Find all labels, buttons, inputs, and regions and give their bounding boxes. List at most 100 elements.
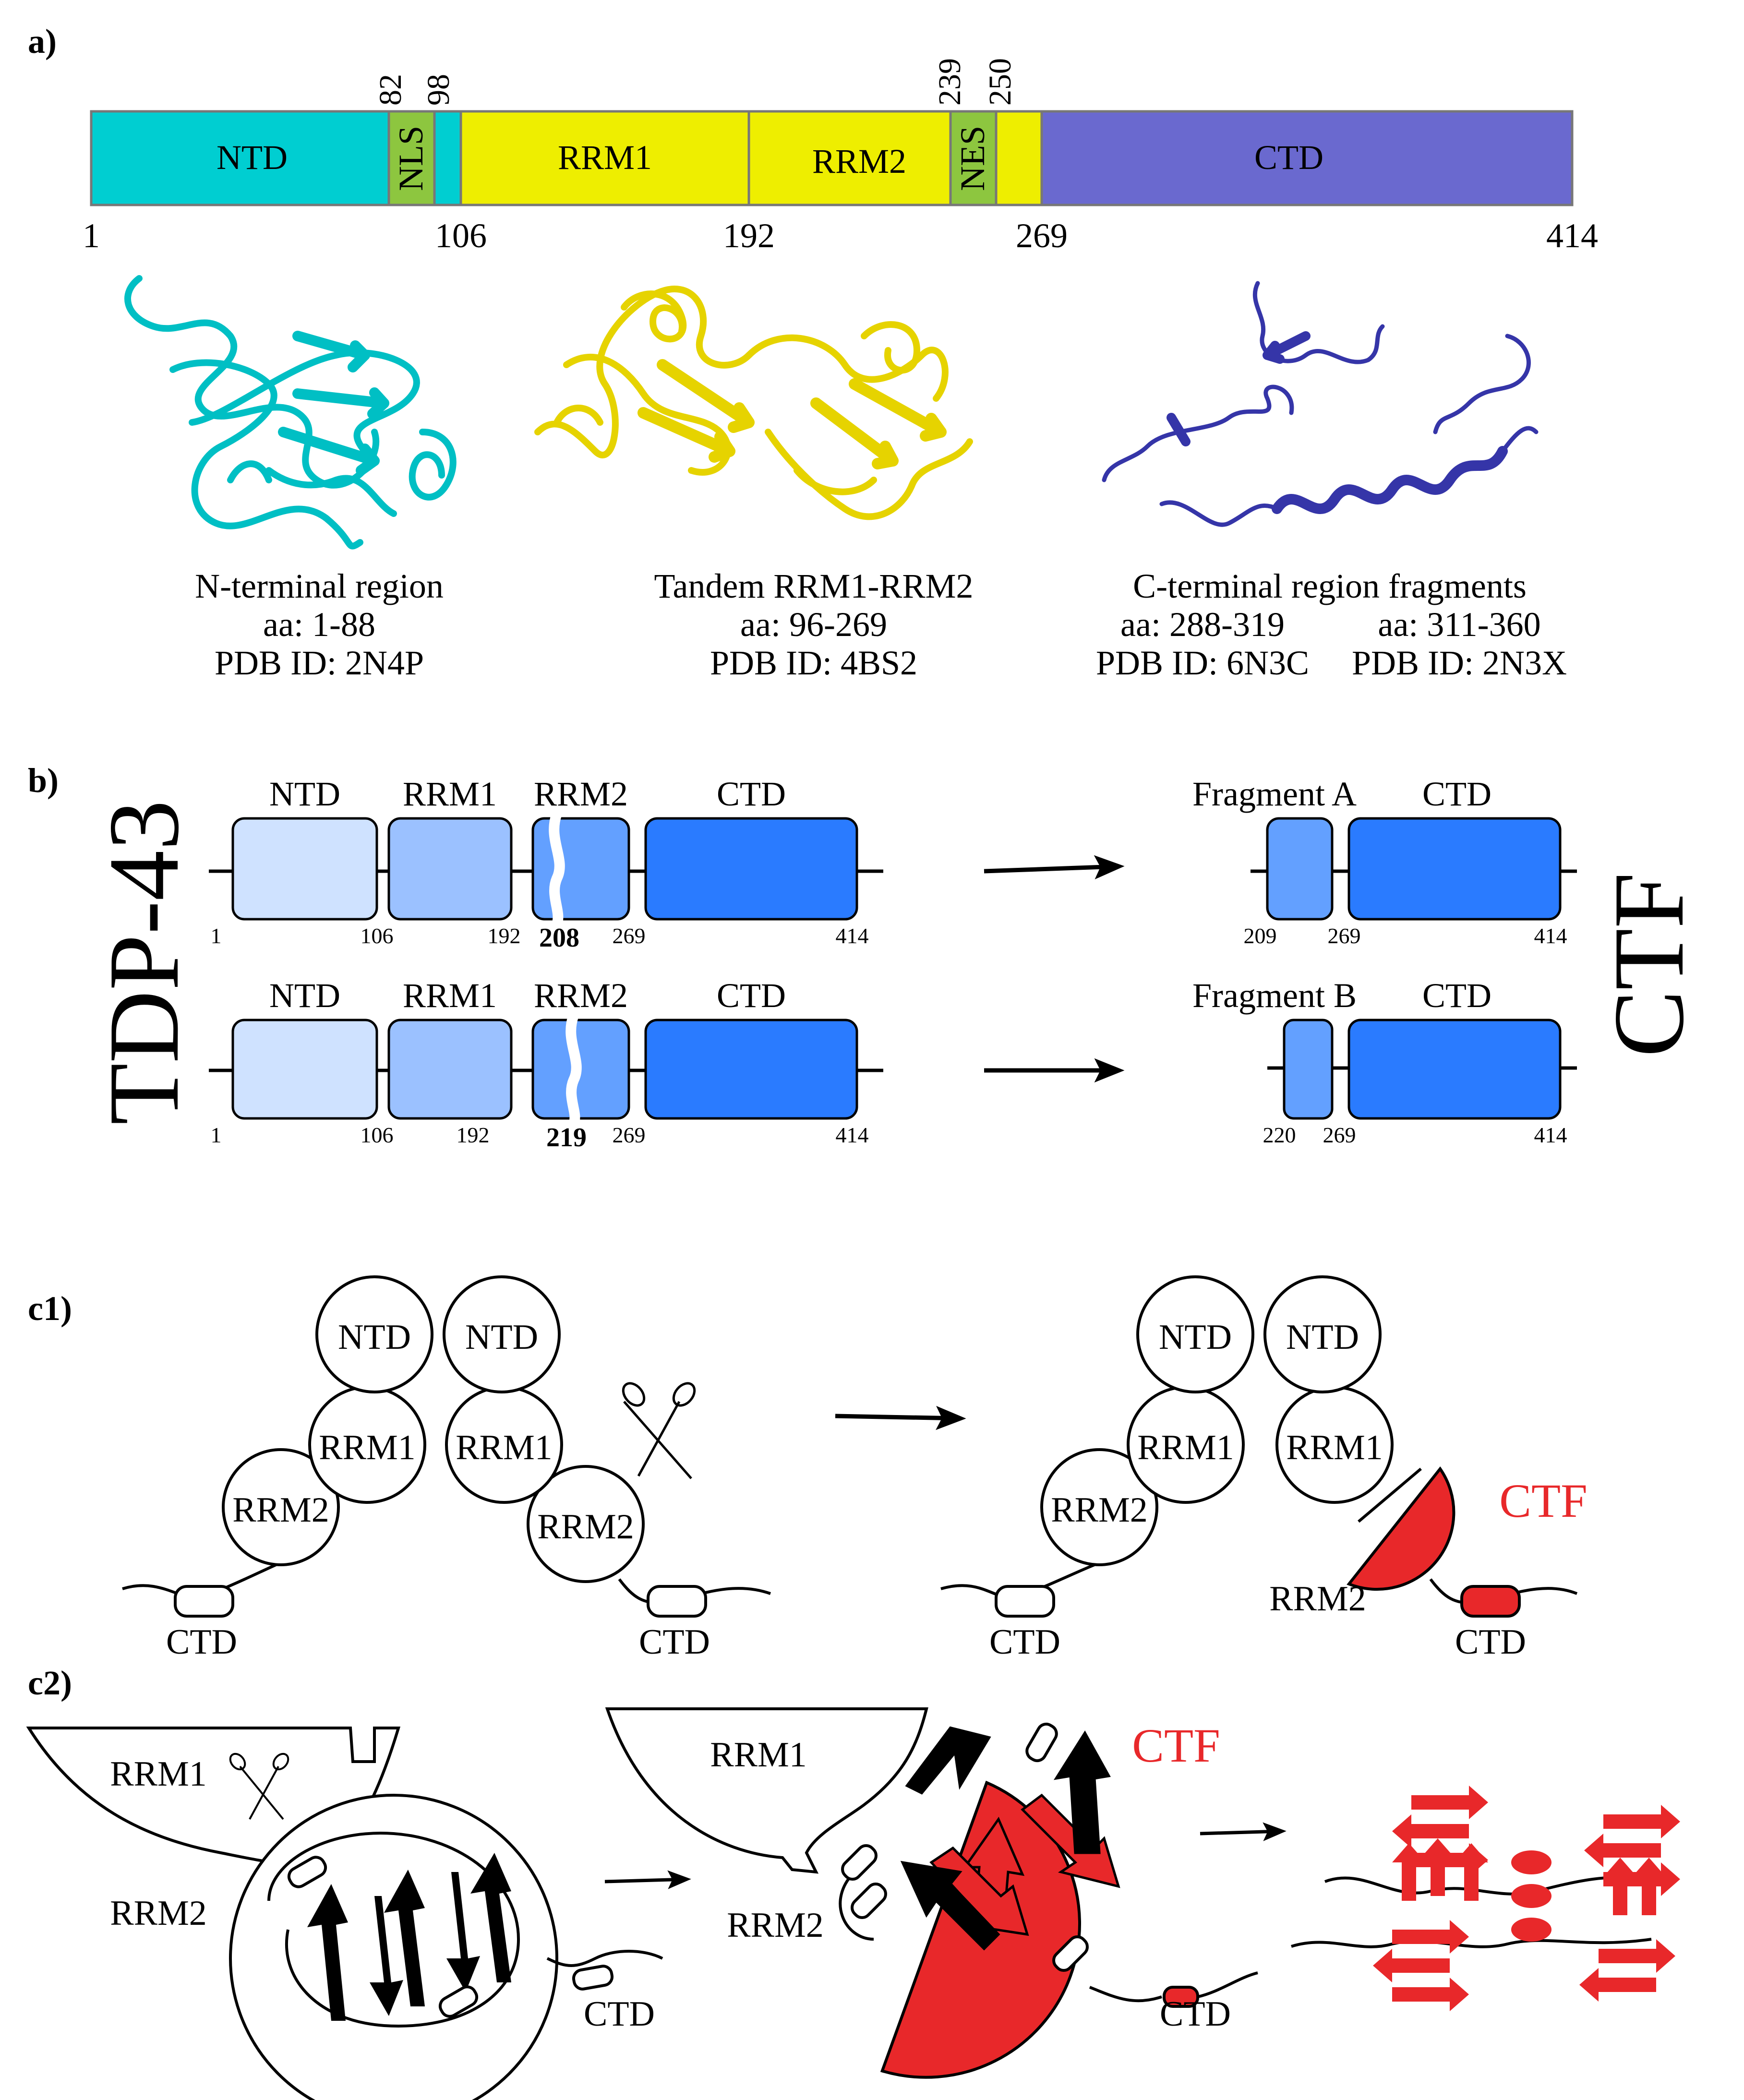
b1-ntd-label: NTD — [269, 775, 340, 813]
c2-middle-rrm2-label: RRM2 — [727, 1906, 824, 1945]
fragment-a-label: Fragment A — [1192, 775, 1357, 813]
c2-middle-ctd-line — [1089, 1971, 1258, 2003]
c1-left-ntd1-label: NTD — [338, 1318, 411, 1357]
b1-rrm1-label: RRM1 — [403, 775, 497, 813]
panel-a-label: a) — [28, 22, 57, 60]
b2-num-269: 269 — [613, 1123, 646, 1147]
c1-left-rrm2b-label: RRM2 — [537, 1507, 634, 1547]
fragment-b — [1267, 1019, 1577, 1120]
c2-arrow-1 — [604, 1870, 691, 1889]
nls-segment — [387, 110, 436, 206]
c1-right-ntd1-label: NTD — [1159, 1318, 1232, 1357]
c2-middle-rrm1 — [605, 1707, 928, 1874]
rrm2-tail-segment — [995, 110, 1043, 206]
b1-num-1: 1 — [211, 924, 222, 948]
tick-269: 269 — [1016, 216, 1068, 255]
b1-num-106: 106 — [361, 924, 394, 948]
c2-left-domains — [26, 1727, 558, 2100]
tick-250: 250 — [983, 58, 1018, 106]
b1-ntd-box — [231, 817, 378, 921]
c1-left-ctd1-oval — [174, 1585, 234, 1618]
c1-left-ntd2-label: NTD — [465, 1318, 538, 1357]
c1-left-ntd2 — [443, 1275, 561, 1393]
fragment-b-start: 220 — [1263, 1123, 1296, 1147]
tdp43-label: TDP-43 — [88, 800, 200, 1125]
b1-num-414: 414 — [836, 924, 869, 948]
c2-left-ctd-label: CTD — [584, 1994, 655, 2034]
fragment-a-rrm2-box — [1266, 817, 1334, 921]
tdp43-row-2 — [209, 1013, 883, 1126]
ntd-structure-title: N-terminal region — [195, 567, 444, 605]
nes-segment — [949, 110, 998, 206]
b2-rrm1-box — [387, 1019, 513, 1120]
tick-1: 1 — [83, 216, 100, 255]
c1-left-ctd2-label: CTD — [639, 1622, 710, 1662]
ctd-structure-pdb1: PDB ID: 6N3C — [1096, 644, 1309, 682]
c1-right-rrm2b-label: RRM2 — [1269, 1579, 1366, 1619]
c1-left-ntd1 — [315, 1275, 433, 1393]
ctd-structure-aa1: aa: 288-319 — [1120, 605, 1285, 644]
c1-right-ctd1-label: CTD — [989, 1622, 1060, 1662]
c2-left-rrm1-label: RRM1 — [110, 1754, 207, 1794]
tick-414: 414 — [1546, 216, 1598, 255]
tick-98: 98 — [421, 74, 456, 106]
b2-ctd-box — [644, 1019, 858, 1120]
fragment-b-269: 269 — [1323, 1123, 1356, 1147]
ctd-structure-aa2: aa: 311-360 — [1378, 605, 1540, 644]
rrm2-segment — [747, 110, 952, 206]
nls-segment-label: NLS — [392, 126, 430, 191]
b1-rrm2-label: RRM2 — [534, 775, 628, 813]
c1-right-ntd2 — [1263, 1275, 1382, 1393]
rrm-structure-pdb: PDB ID: 4BS2 — [710, 644, 917, 682]
tick-192: 192 — [723, 216, 775, 255]
protein-cartoon-ctd — [1102, 281, 1539, 527]
c1-left-ctd2-oval — [647, 1585, 707, 1618]
c2-middle-sheet — [900, 1730, 1120, 1951]
b2-num-1: 1 — [211, 1123, 222, 1147]
tick-106: 106 — [435, 216, 487, 255]
fragment-b-ctd-box — [1347, 1019, 1562, 1120]
c1-right-ctd2-oval — [1460, 1585, 1521, 1618]
fragment-a-ctd-label: CTD — [1422, 775, 1491, 813]
c2-middle-rrm1-label: RRM1 — [710, 1735, 807, 1775]
c2-impact-arrow — [905, 1726, 991, 1795]
fragment-b-label: Fragment B — [1192, 976, 1357, 1015]
ntd-linker-segment — [433, 110, 462, 206]
c2-left-beta-sheet — [307, 1853, 511, 2021]
c2-arrow-2 — [1200, 1822, 1287, 1841]
b1-arrow — [984, 855, 1125, 879]
scissors-icon-small — [229, 1752, 289, 1820]
fragment-a-414: 414 — [1534, 924, 1567, 948]
ntd-structure-pdb: PDB ID: 2N4P — [215, 644, 424, 682]
tdp43-row-1 — [209, 812, 883, 926]
panel-c2-label: c2) — [28, 1664, 72, 1702]
c1-right-dimer — [940, 1275, 1578, 1618]
c1-arrow — [835, 1405, 966, 1430]
b1-rrm2-box — [531, 817, 630, 921]
b2-rrm2-label: RRM2 — [534, 976, 628, 1015]
c1-right-rrm1b-label: RRM1 — [1286, 1428, 1383, 1467]
b2-num-414: 414 — [836, 1123, 869, 1147]
ctd-segment — [1040, 110, 1574, 206]
c1-right-ctd2-label: CTD — [1455, 1622, 1526, 1662]
ctf-vertical-label: CTF — [1593, 872, 1705, 1057]
ctd-segment-label: CTD — [1254, 138, 1323, 177]
c2-middle-helices — [841, 1722, 1199, 2008]
c1-right-rrm1a-label: RRM1 — [1137, 1428, 1234, 1467]
fragment-b-ctd-label: CTD — [1422, 976, 1491, 1015]
fragment-a-ctd-box — [1347, 817, 1562, 921]
nes-segment-label: NES — [953, 126, 992, 191]
fragment-a-start: 209 — [1244, 924, 1277, 948]
c1-left-rrm2a-label: RRM2 — [232, 1490, 329, 1530]
scissors-icon — [622, 1382, 696, 1479]
panel-b-label: b) — [28, 761, 59, 800]
b2-ntd-box — [231, 1019, 378, 1120]
ctd-structure-title: C-terminal region fragments — [1133, 567, 1527, 605]
c1-left-rrm2b — [527, 1465, 645, 1583]
b1-num-192: 192 — [488, 924, 521, 948]
c1-right-ntd2-label: NTD — [1286, 1318, 1359, 1357]
panel-c1-label: c1) — [28, 1289, 72, 1328]
b1-rrm1-box — [387, 817, 513, 921]
protein-cartoon-ntd — [124, 275, 457, 550]
protein-cartoon-rrm — [534, 286, 973, 520]
